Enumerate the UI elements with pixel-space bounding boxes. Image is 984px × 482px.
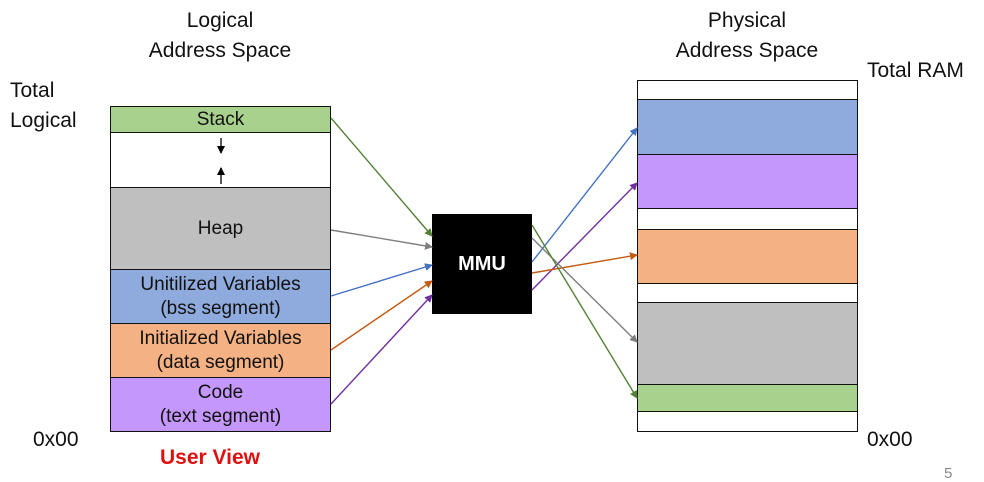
logical-title-line1: Logical [186, 9, 254, 32]
total-logical-line2: Logical [10, 109, 77, 132]
physical-title-line1: Physical [707, 9, 787, 32]
bss-segment: Unitilized Variables (bss segment) [110, 269, 331, 324]
data-segment: Initialized Variables (data segment) [110, 323, 331, 378]
physical-bss-block [637, 99, 858, 155]
mmu-box: MMU [432, 214, 532, 314]
physical-bottom-address: 0x00 [867, 428, 913, 451]
total-logical-label: Total Logical [10, 76, 77, 136]
total-ram-label: Total RAM [867, 59, 964, 82]
stack-to-mmu-arrow [330, 117, 433, 237]
user-view-label: User View [160, 446, 261, 469]
mmu-to-physical-stack-arrow [531, 224, 638, 399]
page-number: 5 [944, 465, 953, 482]
physical-text-block [637, 154, 858, 209]
heap-label: Heap [197, 217, 244, 239]
heap-to-mmu-arrow [330, 229, 433, 250]
logical-title: Logical Address Space [120, 6, 320, 66]
physical-heap-block [637, 302, 858, 385]
text-label-line1: Code [197, 381, 244, 403]
text-segment: Code (text segment) [110, 377, 331, 432]
physical-title-line2: Address Space [675, 39, 819, 62]
mmu-to-physical-heap-arrow [531, 237, 638, 343]
stack-label: Stack [196, 108, 245, 130]
data-label-line1: Initialized Variables [139, 327, 302, 349]
mmu-to-physical-data-arrow [531, 252, 638, 274]
bss-label-line2: (bss segment) [160, 297, 281, 319]
bss-to-mmu-arrow [330, 263, 433, 297]
mmu-to-physical-bss-arrow [531, 127, 638, 263]
text-to-mmu-arrow [330, 294, 433, 405]
logical-bottom-address: 0x00 [33, 428, 79, 451]
heap-segment: Heap [110, 187, 331, 270]
data-label-line2: (data segment) [156, 351, 285, 373]
physical-data-block [637, 229, 858, 284]
total-logical-line1: Total [10, 79, 55, 102]
logical-title-line2: Address Space [148, 39, 292, 62]
stack-segment: Stack [110, 106, 331, 133]
physical-stack-block [637, 384, 858, 412]
text-label-line2: (text segment) [159, 405, 282, 427]
mmu-label: MMU [458, 252, 506, 275]
data-to-mmu-arrow [330, 280, 433, 351]
physical-title: Physical Address Space [647, 6, 847, 66]
mmu-to-physical-text-arrow [531, 182, 638, 291]
bss-label-line1: Unitilized Variables [140, 273, 301, 295]
